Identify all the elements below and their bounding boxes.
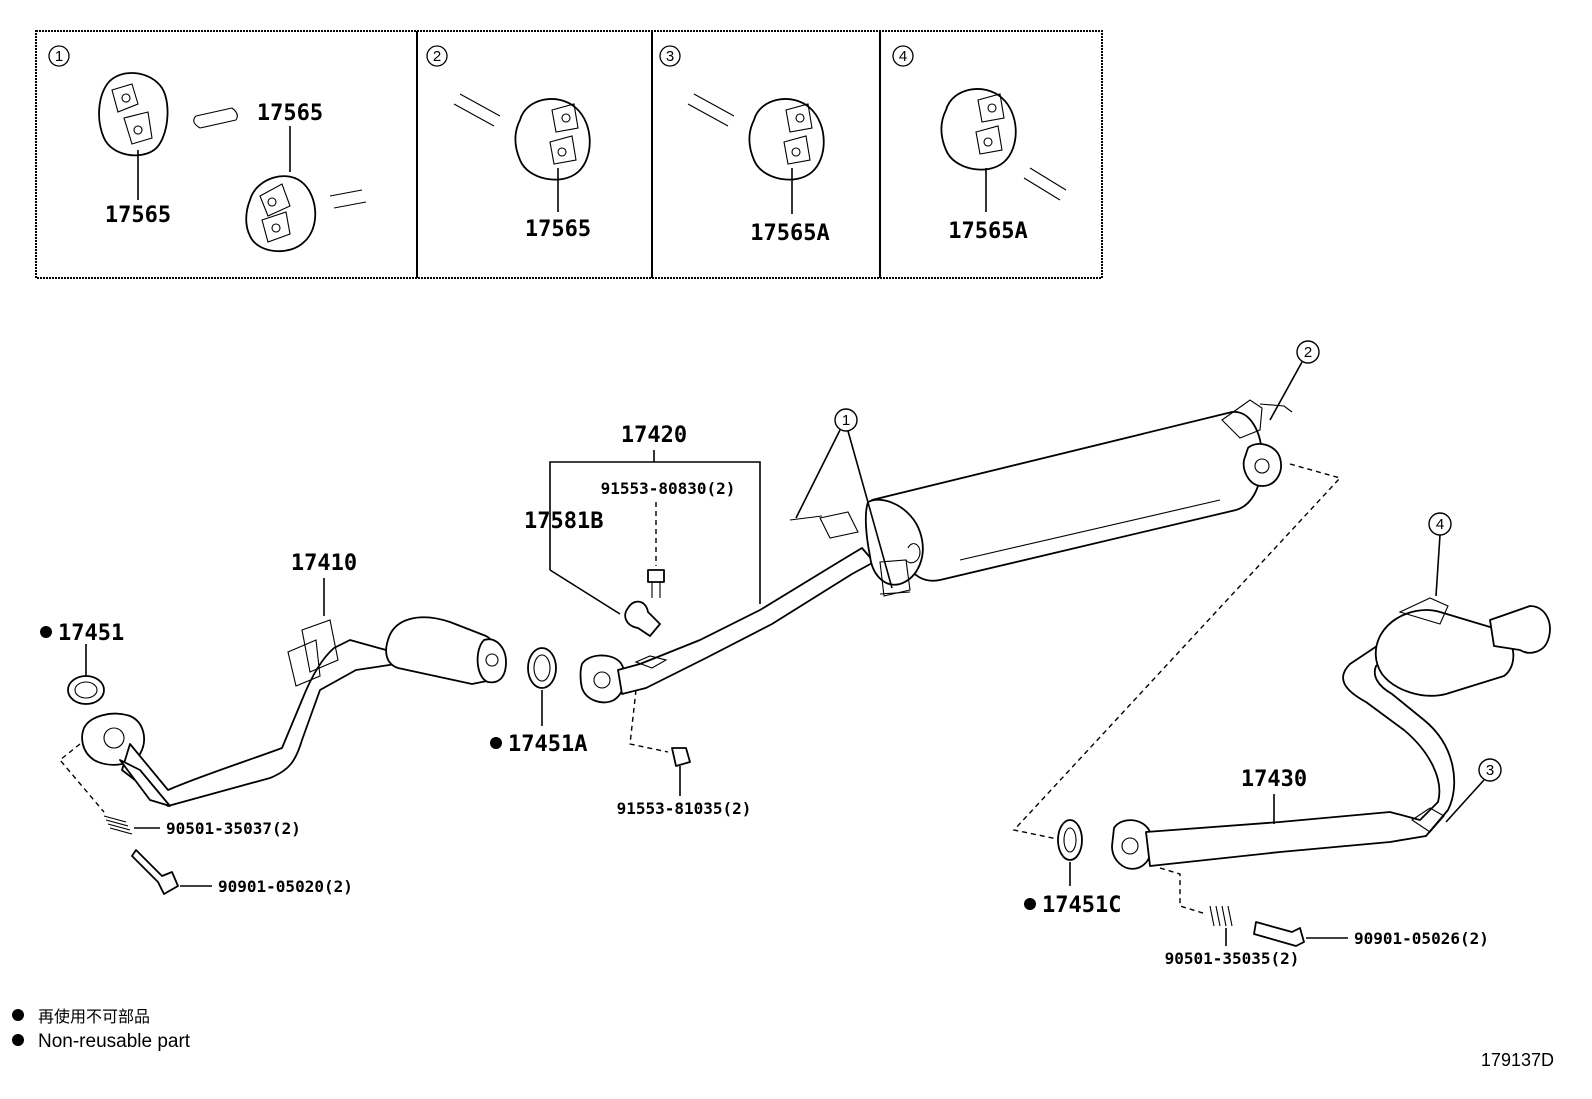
detail-box-2-number: 2	[433, 48, 441, 65]
callout-2: 2	[1269, 340, 1320, 421]
part-17451A-label: 17451A	[508, 732, 587, 757]
gasket-17451A: 17451A	[490, 647, 587, 757]
detail-box-2: 2 17565	[426, 45, 591, 242]
part-17420-group: 17420 91553-80830(2) 17581B	[524, 423, 761, 637]
part-90501-35035-label: 90501-35035(2)	[1165, 949, 1300, 968]
non-reusable-dot-icon	[490, 737, 502, 749]
detail-box-1-part-a: 17565	[105, 203, 171, 228]
part-90901-05026-label: 90901-05026(2)	[1354, 929, 1489, 948]
detail-box-3-part: 17565A	[750, 221, 829, 246]
center-pipe-17420	[579, 399, 1293, 704]
detail-box-4-number: 4	[899, 48, 907, 65]
non-reusable-dot-icon	[40, 626, 52, 638]
non-reusable-dot-icon	[1024, 898, 1036, 910]
hanger-17565-icon	[245, 175, 317, 253]
hanger-17565A-icon	[940, 88, 1017, 171]
hanger-17565-icon	[98, 72, 169, 157]
legend: 再使用不可部品 Non-reusable part	[12, 1007, 191, 1052]
detail-box-3-number: 3	[666, 48, 674, 65]
detail-box-3: 3 17565A	[659, 45, 830, 246]
tail-pipe-17430	[1111, 597, 1551, 870]
diagram-id: 179137D	[1481, 1050, 1554, 1070]
center-pipe-fasteners: 91553-81035(2)	[617, 689, 752, 818]
callout-4: 4	[1428, 512, 1452, 597]
part-17581B-label: 17581B	[524, 509, 603, 534]
legend-en: Non-reusable part	[38, 1031, 191, 1052]
front-pipe-fasteners: 90501-35037(2) 90901-05020(2)	[59, 743, 353, 896]
callout-3: 3	[1445, 758, 1502, 823]
svg-text:1: 1	[842, 412, 850, 429]
part-91553-81035-label: 91553-81035(2)	[617, 799, 752, 818]
part-90901-05020-label: 90901-05020(2)	[218, 877, 353, 896]
hanger-17565A-icon	[748, 98, 825, 181]
part-17420-label: 17420	[621, 423, 687, 448]
part-17451C-label: 17451C	[1042, 893, 1121, 918]
detail-box-2-part: 17565	[525, 217, 591, 242]
detail-box-1: 1 17565 17565	[48, 45, 367, 253]
hanger-17565-icon	[514, 98, 591, 181]
detail-box-4-part: 17565A	[948, 219, 1027, 244]
front-pipe-17410: 17410	[81, 551, 507, 807]
non-reusable-dot-icon	[12, 1034, 24, 1046]
gasket-17451: 17451	[40, 621, 124, 705]
gasket-17451C: 17451C	[1024, 819, 1121, 918]
connection-dashed-line	[1012, 463, 1342, 841]
part-90501-35037-label: 90501-35037(2)	[166, 819, 301, 838]
detail-box-4: 4 17565A	[892, 45, 1067, 244]
legend-jp: 再使用不可部品	[38, 1007, 150, 1026]
svg-text:3: 3	[1486, 762, 1494, 779]
detail-panel: 1 17565 17565	[35, 30, 1103, 279]
part-17430-label: 17430	[1241, 767, 1307, 792]
tail-pipe-fasteners: 90501-35035(2) 90901-05026(2)	[1159, 867, 1489, 968]
svg-text:2: 2	[1304, 344, 1312, 361]
svg-text:4: 4	[1436, 516, 1444, 533]
callout-1: 1	[795, 408, 893, 589]
part-17451-label: 17451	[58, 621, 124, 646]
detail-box-1-part-b: 17565	[257, 101, 323, 126]
part-17410-label: 17410	[291, 551, 357, 576]
non-reusable-dot-icon	[12, 1009, 24, 1021]
part-91553-80830-label: 91553-80830(2)	[601, 479, 736, 498]
detail-box-1-number: 1	[55, 48, 63, 65]
